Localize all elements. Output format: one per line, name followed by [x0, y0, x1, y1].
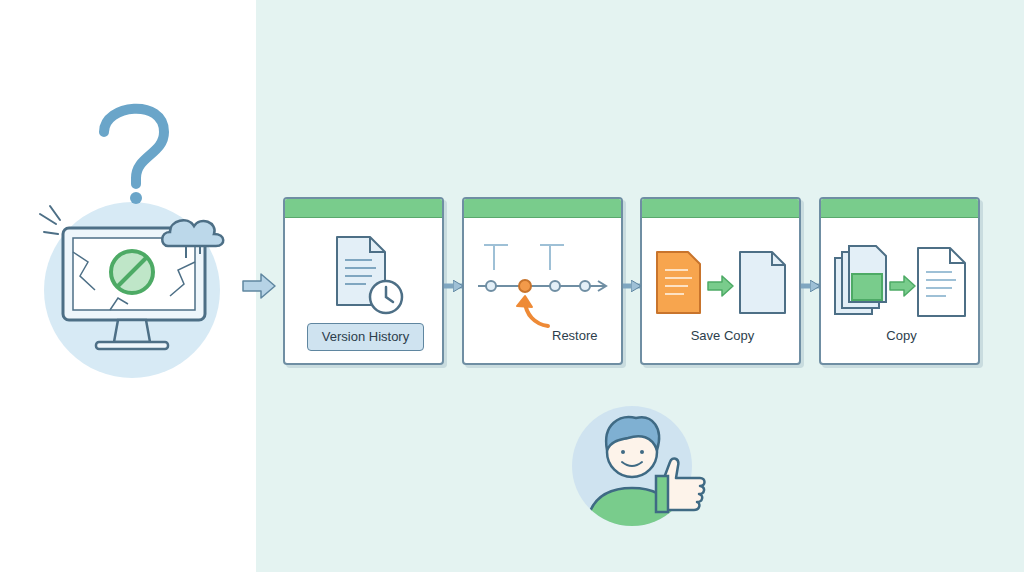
card-header-band — [285, 199, 442, 218]
happy-user-part — [640, 450, 644, 454]
step-card: Restore — [462, 197, 623, 365]
happy-user-part — [622, 462, 642, 466]
problem-illustration-part — [130, 192, 142, 204]
entry-arrow-part — [243, 274, 275, 298]
save-copy-icon-part — [665, 270, 692, 294]
connector-layer — [444, 286, 819, 287]
version-history-icon-part — [370, 281, 402, 313]
entry-arrow — [243, 274, 275, 298]
timeline-icon — [478, 245, 606, 326]
flow-connector-group — [444, 286, 462, 287]
happy-user-part — [621, 450, 625, 454]
save-copy-icon — [657, 252, 785, 313]
timeline-icon-part — [525, 302, 548, 326]
timeline-icon-part — [486, 281, 496, 291]
copy-icon-part — [918, 248, 965, 316]
timeline-icon-part — [550, 281, 560, 291]
flow-connector-group — [801, 286, 819, 287]
happy-user — [572, 406, 705, 530]
version-history-icon-part — [370, 237, 385, 252]
copy-icon-part — [852, 274, 882, 300]
version-history-icon-part — [337, 237, 385, 305]
save-copy-icon-part — [772, 252, 785, 265]
problem-illustration-part — [118, 258, 146, 286]
problem-illustration-part — [40, 206, 60, 234]
save-copy-icon-part — [657, 252, 700, 313]
step-card: Save Copy — [640, 197, 801, 365]
timeline-icon-part — [580, 281, 590, 291]
save-copy-icon-part — [708, 276, 733, 296]
step-card: Copy — [819, 197, 980, 365]
flow-arrow — [801, 284, 819, 289]
problem-illustration-part — [186, 246, 200, 258]
card-header-band — [464, 199, 621, 218]
step-label: Save Copy — [662, 328, 783, 344]
timeline-icon-part — [519, 280, 531, 292]
copy-icon-part — [842, 252, 879, 308]
flow-connector-group — [623, 286, 640, 287]
step-card: Version History — [283, 197, 444, 365]
problem-illustration-part — [73, 252, 195, 310]
problem-illustration-part — [114, 320, 150, 342]
happy-user-part — [606, 417, 659, 450]
problem-illustration — [40, 109, 223, 378]
save-copy-icon-part — [740, 252, 785, 313]
problem-illustration-part — [73, 238, 195, 310]
problem-illustration-part — [162, 220, 223, 246]
problem-illustration-part — [111, 251, 153, 293]
timeline-icon-part — [478, 285, 605, 287]
version-history-icon-part — [386, 287, 393, 302]
step-button-label: Version History — [307, 323, 424, 351]
copy-icon-part — [950, 248, 965, 263]
flow-arrow — [623, 284, 640, 289]
happy-user-part — [664, 459, 705, 510]
problem-illustration-part — [104, 109, 164, 184]
card-header-band — [821, 199, 978, 218]
copy-icon-part — [890, 276, 915, 296]
copy-icon — [835, 246, 965, 316]
flow-arrow — [444, 284, 462, 289]
card-header-band — [642, 199, 799, 218]
step-label: Copy — [841, 328, 962, 344]
right-panel — [256, 0, 1024, 572]
copy-icon-part — [835, 258, 872, 314]
copy-icon-part — [849, 246, 886, 302]
step-label: Restore — [552, 328, 616, 344]
version-history-icon-part — [345, 260, 376, 284]
problem-illustration-part — [96, 342, 168, 349]
timeline-icon-part — [598, 281, 606, 291]
happy-user-part — [656, 476, 668, 512]
timeline-icon-part — [517, 296, 532, 307]
copy-icon-part — [926, 272, 956, 296]
version-history-icon — [337, 237, 402, 313]
timeline-icon-part — [484, 245, 564, 270]
